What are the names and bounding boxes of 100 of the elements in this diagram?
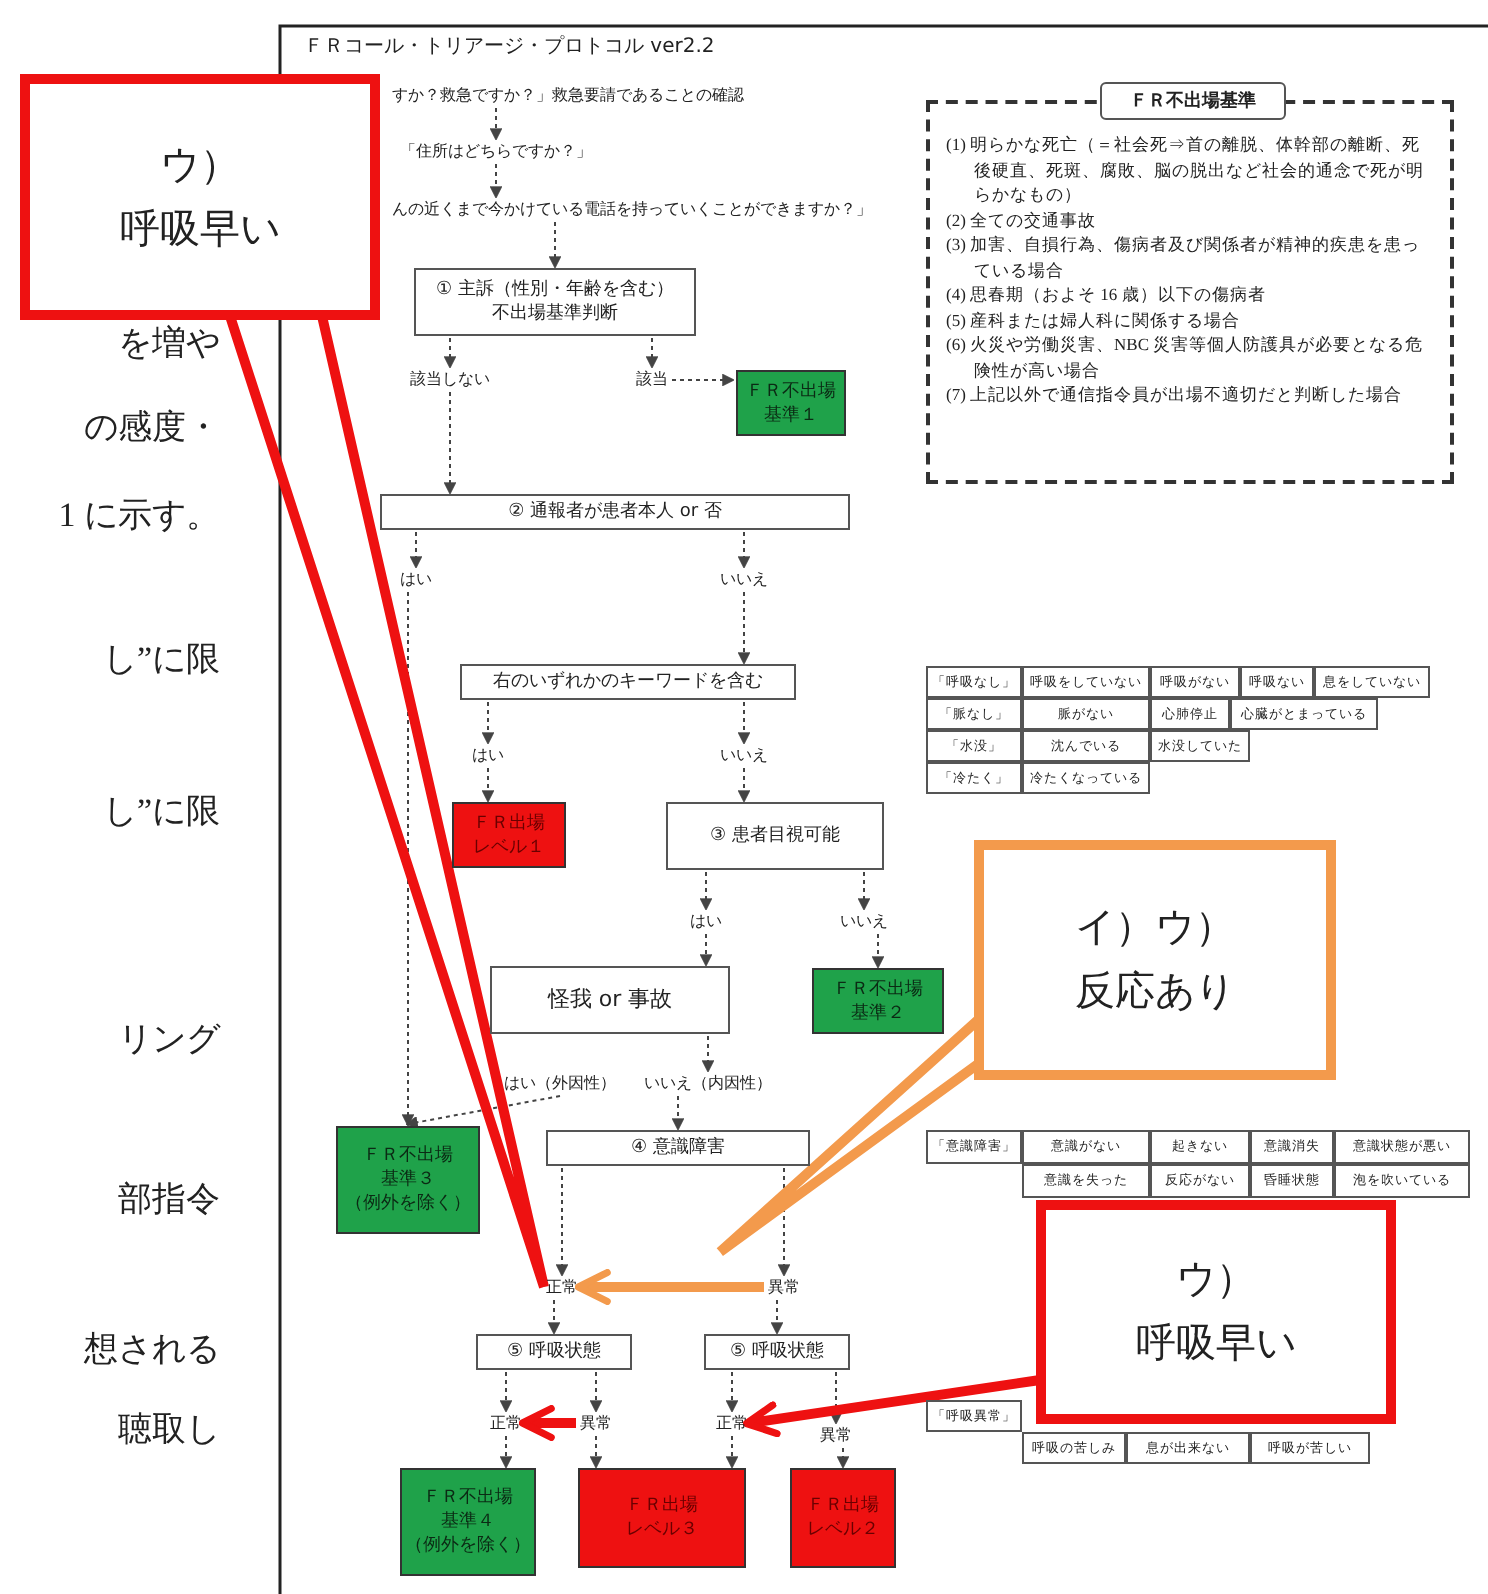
box-text: 不出場基準判断 xyxy=(492,302,618,326)
highlight-arrow xyxy=(574,1269,764,1305)
flow-arrow xyxy=(829,1371,843,1425)
callout-text: 呼吸早い xyxy=(120,205,280,255)
outcome-box: ＦＲ不出場基準２ xyxy=(812,968,944,1034)
flow-arrow xyxy=(737,591,751,665)
flow-label: はい xyxy=(400,568,432,590)
flow-arrow xyxy=(737,701,751,745)
flow-label: 異常 xyxy=(820,1424,852,1446)
body-text: 部指令 xyxy=(116,1178,220,1222)
flow-label: 正常 xyxy=(546,1276,578,1298)
flow-label: んの近くまで今かけている電話を持っていくことができますか？」 xyxy=(392,198,872,220)
flow-label: 正常 xyxy=(716,1412,748,1434)
flow-label: はい xyxy=(690,910,722,932)
flow-arrow xyxy=(671,373,735,387)
flow-arrow xyxy=(555,1167,569,1277)
flow-arrow xyxy=(871,933,885,969)
flow-arrow xyxy=(699,933,713,967)
flow-arrow xyxy=(699,871,713,911)
flow-arrow xyxy=(481,767,495,803)
callout-label: ウ） xyxy=(1176,1256,1256,1306)
flow-arrow xyxy=(589,1435,603,1469)
flow-label: いいえ xyxy=(840,910,888,932)
flow-arrow xyxy=(777,1167,791,1277)
diagram-title: ＦＲコール・トリアージ・プロトコル ver2.2 xyxy=(304,33,715,60)
callout-box xyxy=(974,840,1336,1080)
outcome-note: （例外を除く） xyxy=(345,1192,471,1216)
flow-label: 「住所はどちらですか？」 xyxy=(400,140,592,162)
outcome-box: ＦＲ出場レベル２ xyxy=(790,1468,896,1568)
flow-label: 該当 xyxy=(636,368,668,390)
criteria-item: (3) 加害、自損行為、傷病者及び関係者が精神的疾患を患っている場合 xyxy=(946,232,1423,282)
criteria-item: (4) 思春期（およそ 16 歳）以下の傷病者 xyxy=(946,282,1268,307)
flow-label: はい（外因性） xyxy=(504,1072,616,1094)
outcome-box: ＦＲ出場レベル３ xyxy=(578,1468,746,1568)
body-text: し”に限 xyxy=(100,638,220,682)
highlight-arrow xyxy=(518,1405,576,1441)
flow-arrow xyxy=(405,1095,561,1129)
panel-heading: ＦＲ不出場基準 xyxy=(1100,82,1286,120)
body-text: 想される xyxy=(82,1328,220,1372)
flow-label: 異常 xyxy=(768,1276,800,1298)
outcome-box xyxy=(400,1468,536,1576)
process-box: 怪我 or 事故 xyxy=(490,966,730,1034)
outcome-label: ＦＲ不出場基準４ xyxy=(421,1486,515,1534)
flow-arrow xyxy=(489,163,503,199)
callout-text: 反応あり xyxy=(1075,968,1235,1018)
flow-arrow xyxy=(857,871,871,911)
flow-label: はい xyxy=(472,744,504,766)
process-box: 右のいずれかのキーワードを含む xyxy=(460,664,796,700)
process-box xyxy=(414,268,696,336)
body-text: 1 に示す。 xyxy=(56,494,220,538)
flow-label: 正常 xyxy=(490,1412,522,1434)
body-text: し”に限 xyxy=(100,790,220,834)
process-box: ④ 意識障害 xyxy=(546,1130,810,1166)
flow-arrow xyxy=(725,1435,739,1469)
flow-label: 異常 xyxy=(580,1412,612,1434)
outcome-box: ＦＲ不出場基準１ xyxy=(736,370,846,436)
flow-arrow xyxy=(547,1299,561,1335)
flow-arrow xyxy=(737,531,751,569)
flow-label: 該当しない xyxy=(410,368,490,390)
outcome-label: ＦＲ不出場基準３ xyxy=(361,1144,455,1192)
criteria-item: (5) 産科または婦人科に関係する場合 xyxy=(946,307,1243,332)
flow-arrow xyxy=(737,767,751,803)
flow-arrow xyxy=(645,337,659,369)
flow-arrow xyxy=(836,1447,850,1469)
callout-label: イ）ウ） xyxy=(1075,904,1235,954)
callout-box xyxy=(20,74,380,320)
process-box: ⑤ 呼吸状態 xyxy=(476,1334,632,1370)
flow-label: いいえ（内因性） xyxy=(644,1072,772,1094)
flow-arrow xyxy=(589,1371,603,1413)
flow-label: いいえ xyxy=(720,744,768,766)
flow-arrow xyxy=(481,701,495,745)
flow-arrow xyxy=(548,221,562,269)
flow-arrow xyxy=(401,591,415,1127)
box-heading: ① 主訴（性別・年齢を含む） xyxy=(436,278,674,302)
flow-label: いいえ xyxy=(720,568,768,590)
process-box: ③ 患者目視可能 xyxy=(666,802,884,870)
flow-arrow xyxy=(489,107,503,141)
criteria-item: (7) 上記以外で通信指令員が出場不適切だと判断した場合 xyxy=(946,382,1405,407)
flow-label: すか？救急ですか？」救急要請であることの確認 xyxy=(392,84,744,106)
flow-arrow xyxy=(701,1035,715,1073)
flow-arrow xyxy=(499,1371,513,1413)
body-text: 聴取し xyxy=(116,1408,220,1452)
flow-arrow xyxy=(770,1299,784,1335)
callout-box xyxy=(1036,1200,1396,1424)
outcome-box: ＦＲ出場レベル１ xyxy=(452,802,566,868)
flow-arrow xyxy=(443,391,457,495)
outcome-note: （例外を除く） xyxy=(405,1534,531,1558)
body-text: リング xyxy=(116,1018,220,1062)
criteria-item: (2) 全ての交通事故 xyxy=(946,207,1099,232)
callout-pointer xyxy=(742,1375,1041,1438)
process-box: ⑤ 呼吸状態 xyxy=(704,1334,850,1370)
flow-arrow xyxy=(671,1095,685,1131)
callout-text: 呼吸早い xyxy=(1136,1320,1296,1370)
body-text: を増や xyxy=(116,322,220,366)
flow-arrow xyxy=(409,531,423,569)
callout-label: ウ） xyxy=(160,141,240,191)
process-box: ② 通報者が患者本人 or 否 xyxy=(380,494,850,530)
flow-arrow xyxy=(499,1435,513,1469)
outcome-box xyxy=(336,1126,480,1234)
criteria-item: (1) 明らかな死亡（＝社会死⇒首の離脱、体幹部の離断、死後硬直、死斑、腐敗、脳の脱出など社会的通念で死が明らかなもの） xyxy=(946,132,1426,207)
